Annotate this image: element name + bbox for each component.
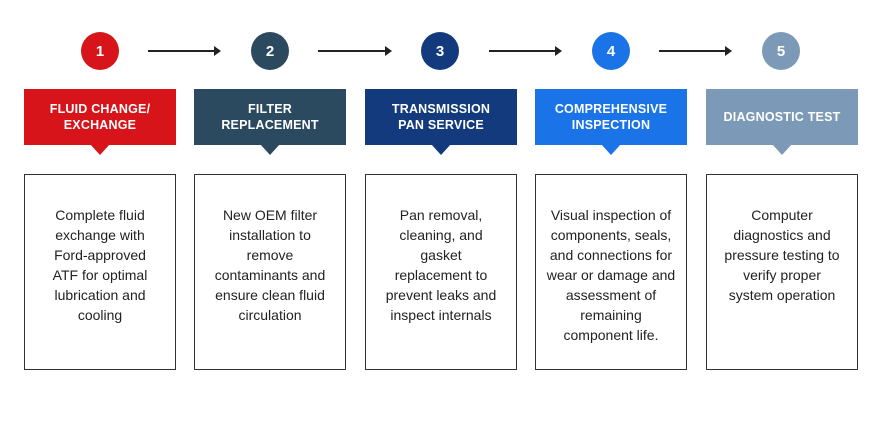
arrow-4-5	[659, 46, 732, 56]
step-2-circle: 2	[251, 32, 289, 70]
step-4-description-box: Visual inspection of components, seals, …	[535, 174, 687, 370]
arrow-2-3	[318, 46, 392, 56]
step-4-pointer	[601, 144, 621, 155]
step-1-circle: 1	[81, 32, 119, 70]
step-2-title: FILTER REPLACEMENT	[221, 102, 319, 132]
step-4-description: Visual inspection of components, seals, …	[546, 207, 676, 343]
step-3-description-box: Pan removal, cleaning, and gasket replac…	[365, 174, 517, 370]
step-1-description-box: Complete fluid exchange with Ford-approv…	[24, 174, 176, 370]
step-1-title: FLUID CHANGE/ EXCHANGE	[49, 102, 151, 132]
step-3-pointer	[431, 144, 451, 155]
step-3-circle: 3	[421, 32, 459, 70]
step-2-description: New OEM filter installation to remove co…	[214, 207, 326, 323]
step-5-pointer	[772, 144, 792, 155]
step-1-banner: FLUID CHANGE/ EXCHANGE	[24, 89, 176, 155]
step-2-banner: FILTER REPLACEMENT	[194, 89, 346, 155]
step-3-title: TRANSMISSION PAN SERVICE	[391, 102, 491, 132]
step-5-banner: DIAGNOSTIC TEST	[706, 89, 858, 155]
step-3-description: Pan removal, cleaning, and gasket replac…	[385, 207, 497, 323]
arrow-1-2	[148, 46, 221, 56]
step-4-circle: 4	[592, 32, 630, 70]
step-5-circle: 5	[762, 32, 800, 70]
step-2-pointer	[260, 144, 280, 155]
step-3-banner: TRANSMISSION PAN SERVICE	[365, 89, 517, 155]
step-5-description: Computer diagnostics and pressure testin…	[724, 207, 840, 303]
step-1-description: Complete fluid exchange with Ford-approv…	[52, 207, 148, 323]
step-2-description-box: New OEM filter installation to remove co…	[194, 174, 346, 370]
arrow-3-4	[489, 46, 562, 56]
step-5-description-box: Computer diagnostics and pressure testin…	[706, 174, 858, 370]
step-4-title: COMPREHENSIVE INSPECTION	[554, 102, 668, 132]
step-5-title: DIAGNOSTIC TEST	[723, 110, 841, 124]
step-4-banner: COMPREHENSIVE INSPECTION	[535, 89, 687, 155]
step-1-pointer	[90, 144, 110, 155]
